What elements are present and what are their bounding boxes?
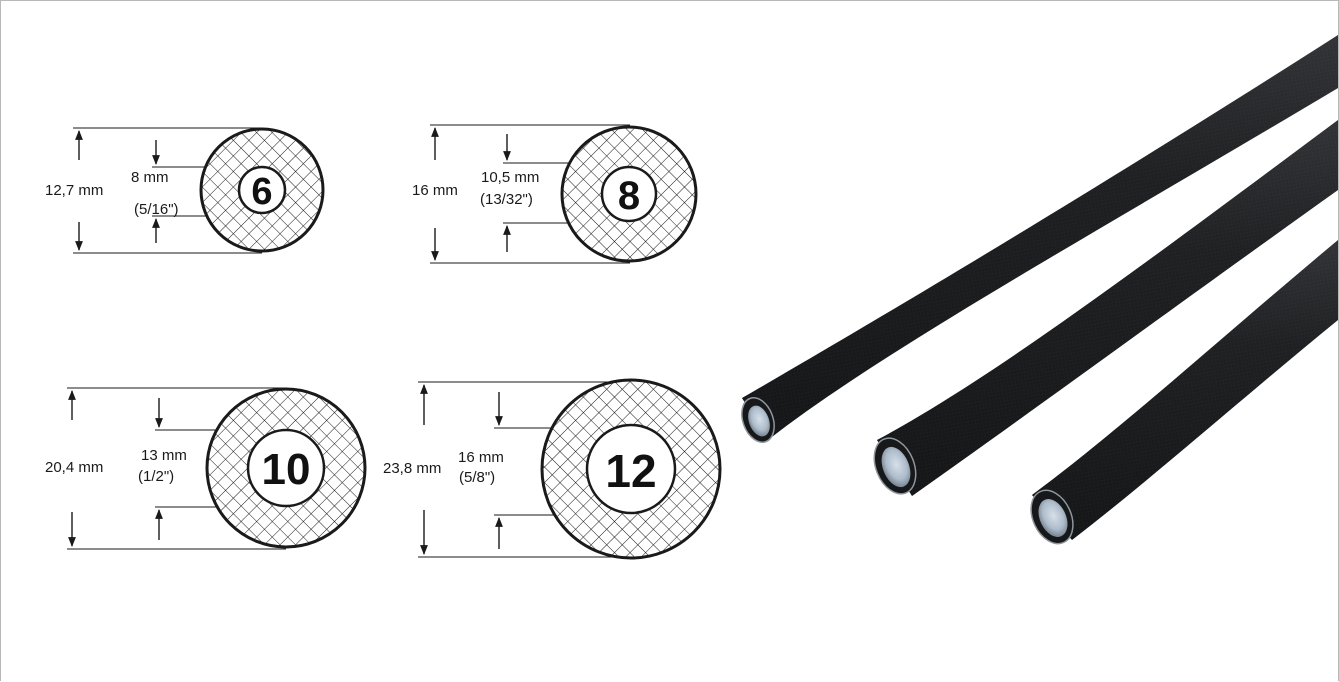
inner-diameter-inch-label: (5/16") <box>134 201 179 218</box>
inner-diameter-inch-label: (1/2") <box>138 468 174 485</box>
hose-size-label: 10 <box>262 445 311 494</box>
hose-tube <box>1030 240 1338 545</box>
inner-diameter-label: 13 mm <box>141 447 187 464</box>
outer-diameter-label: 16 mm <box>412 182 458 199</box>
hose-10-diagram: 10 20,4 mm 13 mm (1/2") <box>45 387 367 550</box>
hose-size-label: 12 <box>605 445 656 497</box>
hose-12-diagram: 12 23,8 mm 16 mm (5/8") <box>383 378 722 560</box>
hose-8-diagram: 8 16 mm 10,5 mm (13/32") <box>412 124 698 264</box>
outer-diameter-label: 12,7 mm <box>45 182 103 199</box>
hose-size-label: 8 <box>618 174 640 218</box>
hose-6-diagram: 6 12,7 mm 8 mm (5/16") <box>45 127 325 254</box>
hose-tube <box>741 35 1338 443</box>
inner-diameter-label: 16 mm <box>458 449 504 466</box>
hose-tube <box>873 120 1338 496</box>
outer-diameter-label: 20,4 mm <box>45 459 103 476</box>
inner-diameter-inch-label: (5/8") <box>459 469 495 486</box>
inner-diameter-label: 10,5 mm <box>481 169 539 186</box>
inner-diameter-inch-label: (13/32") <box>480 191 533 208</box>
outer-diameter-label: 23,8 mm <box>383 460 441 477</box>
hose-photo <box>741 35 1338 545</box>
inner-diameter-label: 8 mm <box>131 169 169 186</box>
hose-size-label: 6 <box>251 171 272 213</box>
